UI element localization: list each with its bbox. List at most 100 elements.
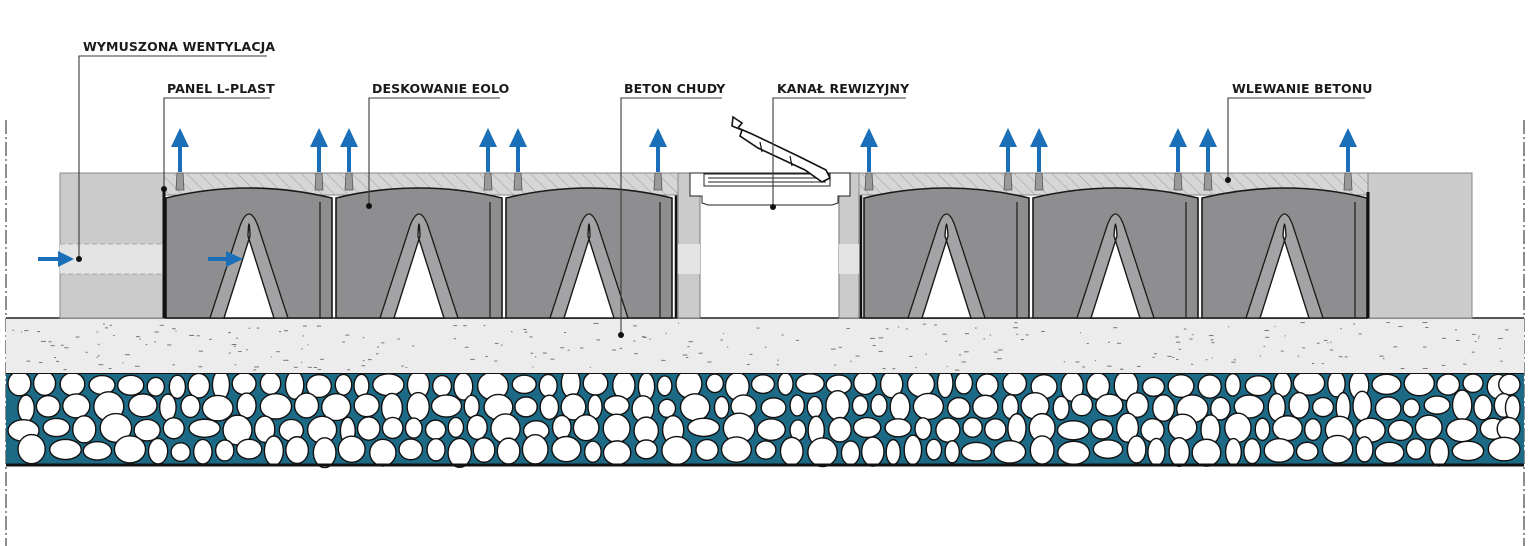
concrete-speck xyxy=(376,346,380,348)
gravel-stone xyxy=(807,437,838,468)
concrete-speck xyxy=(993,351,998,353)
concrete-speck xyxy=(96,356,98,358)
concrete-speck xyxy=(362,337,365,339)
gravel-stone xyxy=(1070,393,1094,417)
gravel-stone xyxy=(1168,437,1191,467)
gravel-stone xyxy=(188,418,221,438)
gravel-stone xyxy=(1288,391,1310,419)
concrete-speck xyxy=(593,322,599,324)
gravel-stone xyxy=(372,373,405,397)
gravel-stone xyxy=(35,395,61,418)
concrete-speck xyxy=(1316,342,1320,344)
gravel-stone xyxy=(1295,441,1319,462)
gravel-stone xyxy=(972,394,999,420)
concrete-speck xyxy=(524,331,528,333)
gravel-stone xyxy=(192,438,213,465)
gravel-stone xyxy=(1244,375,1272,397)
lean-concrete-layer xyxy=(6,318,1524,373)
gravel-stone xyxy=(754,440,777,460)
inspection-channel-walls xyxy=(674,172,863,319)
gravel-stone xyxy=(656,375,673,397)
concrete-speck xyxy=(944,340,948,342)
concrete-speck xyxy=(1013,327,1019,329)
gravel-stone xyxy=(1374,441,1405,464)
inspection-channel-lid xyxy=(731,115,832,183)
concrete-speck xyxy=(698,352,703,354)
concrete-speck xyxy=(154,341,157,343)
gravel-stone xyxy=(713,395,730,420)
concrete-speck xyxy=(270,356,272,358)
concrete-speck xyxy=(846,327,850,329)
gravel-stone xyxy=(1029,435,1055,465)
concrete-speck xyxy=(989,334,992,336)
concrete-speck xyxy=(1393,346,1398,348)
concrete-speck xyxy=(1499,348,1501,350)
concrete-speck xyxy=(564,332,567,334)
concrete-speck xyxy=(633,325,637,327)
concrete-speck xyxy=(75,336,80,338)
label-lean-concrete: BETON CHUDY xyxy=(624,81,726,96)
concrete-speck xyxy=(145,344,148,346)
concrete-speck xyxy=(892,368,896,370)
gravel-stone xyxy=(1092,439,1124,460)
concrete-speck xyxy=(1422,346,1427,348)
gravel-stone xyxy=(760,397,787,419)
gravel-stone xyxy=(253,415,276,444)
airflow-up-arrow xyxy=(1199,128,1217,172)
vent-pipe xyxy=(344,172,354,191)
gravel-stone xyxy=(381,416,404,440)
concrete-speck xyxy=(1284,335,1286,337)
concrete-speck xyxy=(1208,335,1214,337)
gravel-stone xyxy=(679,393,711,422)
concrete-speck xyxy=(228,352,231,354)
concrete-speck xyxy=(542,352,547,354)
concrete-speck xyxy=(109,324,113,326)
gravel-stone xyxy=(779,436,804,466)
dome-arch-opening xyxy=(563,223,615,319)
concrete-speck xyxy=(720,339,723,341)
gravel-stone xyxy=(147,437,169,465)
gravel-stone xyxy=(1311,396,1335,418)
gravel-stone xyxy=(1141,376,1166,398)
vent-pipe xyxy=(864,172,874,191)
gravel-stone xyxy=(1473,394,1493,421)
gravel-stone xyxy=(1167,373,1195,399)
gravel-stone xyxy=(337,435,366,463)
gravel-stone xyxy=(582,371,609,396)
concrete-speck xyxy=(764,346,767,348)
vent-pipe xyxy=(1034,172,1044,191)
concrete-speck xyxy=(172,328,176,330)
gravel-stone xyxy=(925,438,943,461)
gravel-stone xyxy=(1304,418,1322,442)
concrete-speck xyxy=(135,336,141,338)
concrete-speck xyxy=(882,368,886,370)
concrete-speck xyxy=(342,341,345,343)
concrete-speck xyxy=(1455,339,1460,341)
gravel-stone xyxy=(984,418,1007,441)
concrete-speck xyxy=(1086,342,1089,344)
gravel-stone xyxy=(551,435,582,463)
concrete-speck xyxy=(500,344,503,346)
gravel-bed xyxy=(6,367,1524,469)
concrete-speck xyxy=(316,325,322,327)
gravel-stone xyxy=(49,438,82,461)
concrete-speck xyxy=(686,357,689,359)
concrete-speck xyxy=(1119,368,1123,370)
concrete-speck xyxy=(1176,341,1181,343)
concrete-speck xyxy=(946,366,948,368)
concrete-speck xyxy=(37,331,41,333)
concrete-speck xyxy=(925,353,928,355)
concrete-speck xyxy=(1500,360,1503,362)
gravel-stone xyxy=(583,440,602,464)
gravel-stone xyxy=(285,436,310,465)
concrete-speck xyxy=(1082,366,1086,368)
concrete-speck xyxy=(254,366,260,368)
gravel-stone xyxy=(259,371,282,396)
concrete-speck xyxy=(279,331,282,333)
gravel-stone xyxy=(293,392,320,419)
gravel-stone xyxy=(912,392,945,421)
gravel-stone xyxy=(993,439,1027,464)
concrete-speck xyxy=(643,336,647,338)
concrete-speck xyxy=(1152,356,1155,358)
gravel-stone xyxy=(1197,374,1222,399)
